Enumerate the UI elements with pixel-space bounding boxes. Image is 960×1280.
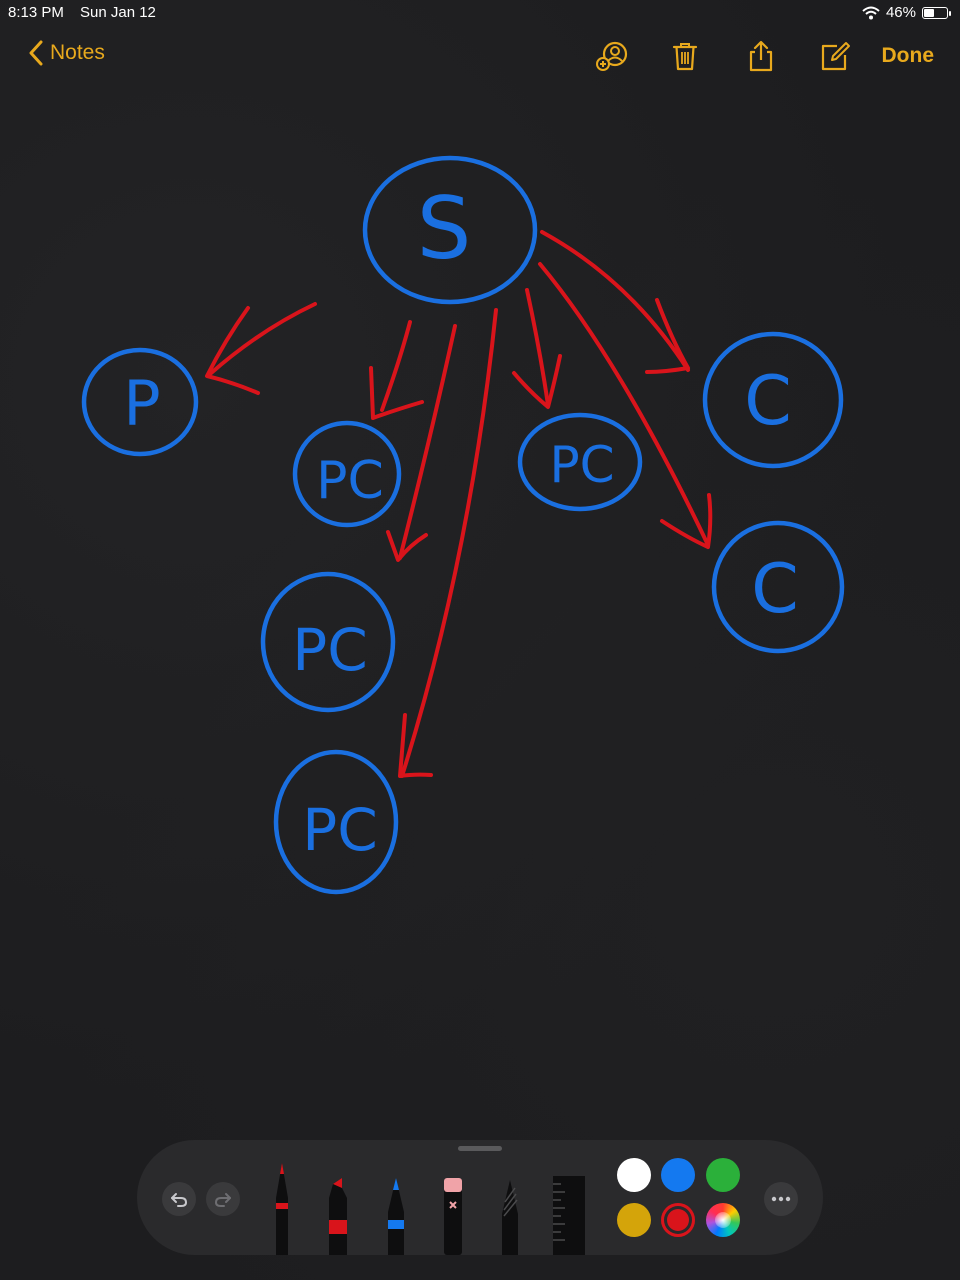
status-right: 46% xyxy=(862,4,951,21)
back-label: Notes xyxy=(50,41,105,64)
arrow-to-pc-2 xyxy=(398,324,457,560)
more-options-button[interactable] xyxy=(764,1182,798,1216)
node-label-c-1: C xyxy=(744,362,791,441)
node-label-pc-2: PC xyxy=(292,616,367,684)
share-icon[interactable] xyxy=(743,38,779,74)
node-pc-1-circle xyxy=(292,420,402,528)
node-label-c-2: C xyxy=(751,550,798,629)
battery-level xyxy=(924,8,935,17)
node-label-pc-3: PC xyxy=(302,796,377,864)
marker-tool[interactable] xyxy=(323,1174,353,1255)
eraser-tool[interactable] xyxy=(438,1174,468,1255)
pencil-tool[interactable] xyxy=(381,1174,411,1255)
arrowhead-c-1 xyxy=(645,298,690,374)
battery-icon xyxy=(922,6,951,19)
redo-icon xyxy=(214,1193,231,1207)
toolbar-grabber[interactable] xyxy=(458,1146,502,1151)
node-s-circle xyxy=(362,155,538,305)
compose-icon[interactable] xyxy=(817,38,853,74)
status-bar: 8:13 PM Sun Jan 12 46% xyxy=(0,0,960,26)
color-yellow[interactable] xyxy=(617,1203,651,1237)
arrows xyxy=(205,230,713,778)
node-pc-3-circle xyxy=(273,749,399,895)
arrow-to-pc-1 xyxy=(380,320,412,412)
drawing-toolbar xyxy=(137,1140,823,1255)
lasso-tool[interactable] xyxy=(495,1174,525,1255)
arrowhead-pc-4 xyxy=(512,354,562,409)
arrow-to-pc-4 xyxy=(525,288,550,407)
undo-icon xyxy=(171,1193,188,1207)
node-c-1-circle xyxy=(702,331,844,469)
arrow-to-c-2 xyxy=(538,262,710,547)
arrowhead-c-2 xyxy=(660,493,713,549)
arrowhead-p xyxy=(205,306,260,395)
redo-button[interactable] xyxy=(206,1182,240,1216)
wifi-icon xyxy=(862,6,880,19)
node-c-2-circle xyxy=(711,520,845,654)
arrowhead-pc-1 xyxy=(369,366,424,420)
color-picker-wheel-icon[interactable] xyxy=(706,1203,740,1237)
pen-tool[interactable] xyxy=(267,1158,297,1255)
trash-icon[interactable] xyxy=(667,38,703,74)
color-green[interactable] xyxy=(706,1158,740,1192)
node-labels: S P PC PC PC PC C C xyxy=(123,179,798,864)
status-date: Sun Jan 12 xyxy=(80,4,156,21)
node-circles xyxy=(81,155,845,895)
node-label-s: S xyxy=(417,179,472,279)
ruler-tool[interactable] xyxy=(551,1176,587,1255)
node-label-pc-4: PC xyxy=(549,436,614,494)
arrow-to-p xyxy=(208,302,317,376)
node-pc-4-circle xyxy=(517,412,643,512)
nav-bar: Notes Done xyxy=(0,36,960,80)
color-white[interactable] xyxy=(617,1158,651,1192)
arrowhead-pc-2 xyxy=(386,530,428,562)
node-p-circle xyxy=(81,347,199,457)
status-time: 8:13 PM xyxy=(8,4,64,21)
arrowhead-pc-3 xyxy=(398,713,433,778)
battery-percent: 46% xyxy=(885,4,916,21)
back-button[interactable]: Notes xyxy=(28,40,105,66)
ellipsis-icon xyxy=(771,1196,791,1202)
node-pc-2-circle xyxy=(260,571,396,713)
chevron-left-icon xyxy=(29,40,43,66)
add-person-icon[interactable] xyxy=(594,38,630,74)
done-button[interactable]: Done xyxy=(881,44,935,67)
node-label-p: P xyxy=(123,367,160,440)
arrow-to-c-1 xyxy=(540,230,690,372)
color-red-selected[interactable] xyxy=(661,1203,695,1237)
node-label-pc-1: PC xyxy=(316,451,384,511)
arrow-to-pc-3 xyxy=(400,308,498,778)
color-blue[interactable] xyxy=(661,1158,695,1192)
undo-button[interactable] xyxy=(162,1182,196,1216)
